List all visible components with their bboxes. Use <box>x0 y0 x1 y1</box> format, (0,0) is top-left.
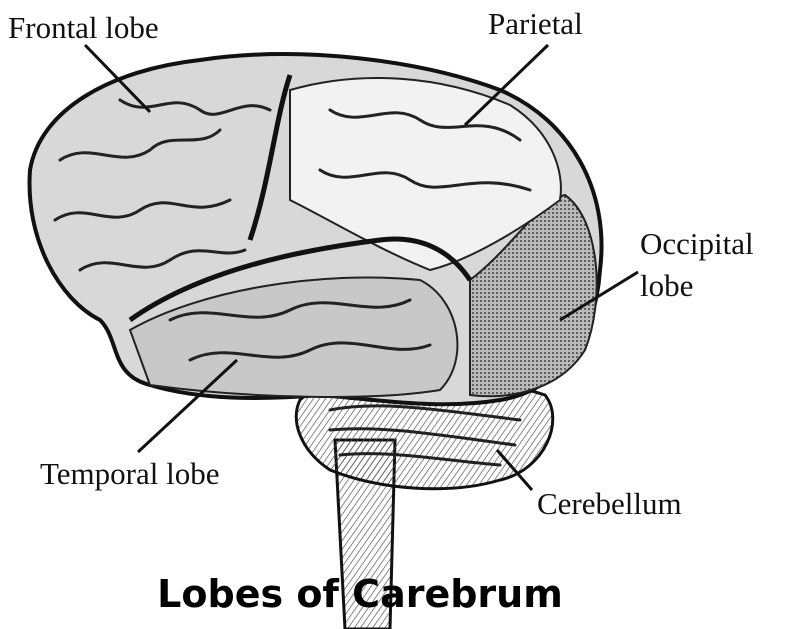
temporal-leader-line <box>136 358 239 454</box>
frontal-leader-line <box>83 43 152 114</box>
parietal-leader-line <box>463 43 550 127</box>
frontal-lobe-label: Frontal lobe <box>8 10 159 45</box>
temporal-lobe-label: Temporal lobe <box>40 456 220 491</box>
lateral-sulcus <box>128 236 473 323</box>
central-sulcus <box>247 74 293 241</box>
cerebellum-label: Cerebellum <box>537 486 682 521</box>
parietal-label: Parietal <box>488 6 583 41</box>
occipital-label-line2: lobe <box>640 268 694 303</box>
occipital-label-line1: Occipital <box>640 226 754 261</box>
diagram-title: Lobes of Carebrum <box>157 572 563 616</box>
occipital-leader-line <box>559 270 639 322</box>
cerebellum-leader-line <box>495 449 534 491</box>
